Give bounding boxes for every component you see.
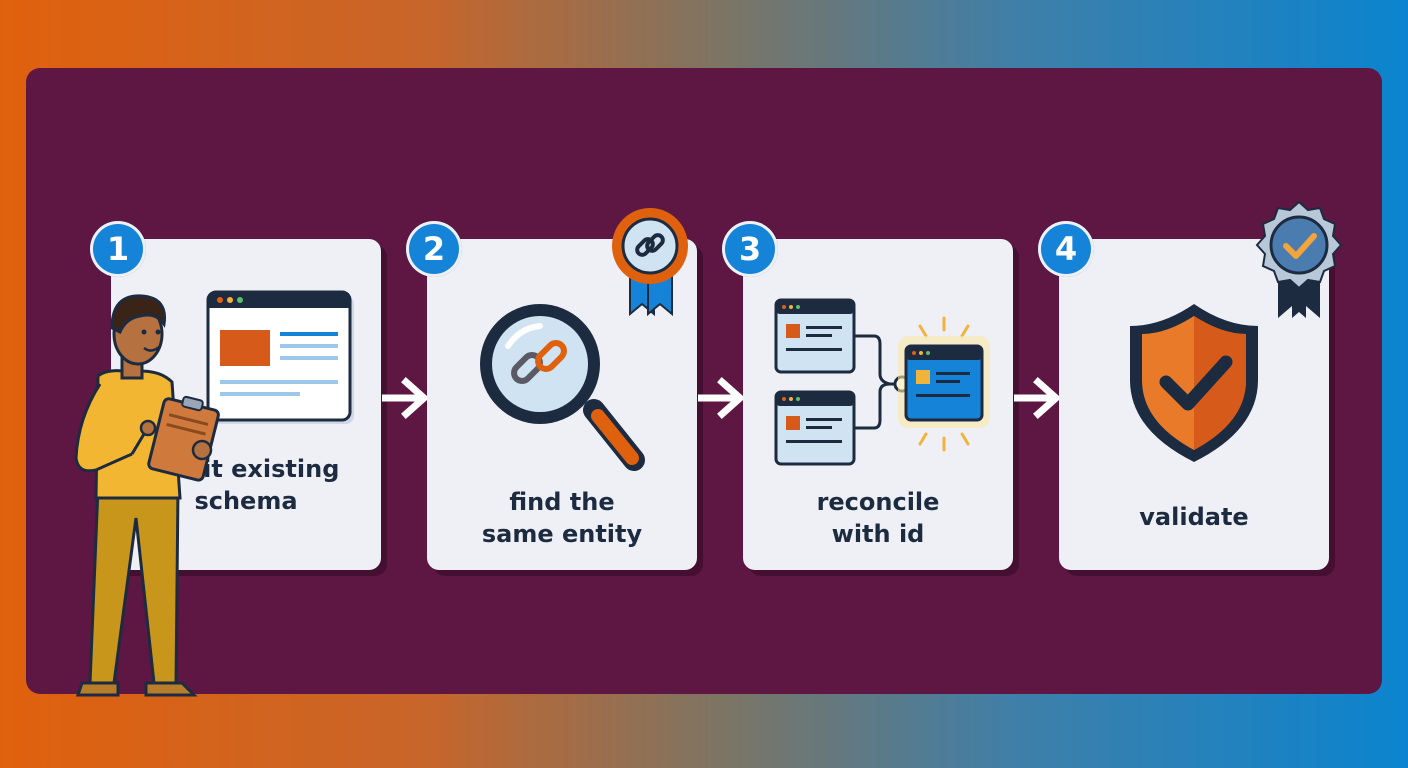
- shield-check-icon: [1130, 304, 1258, 462]
- step-badge-2: 2: [406, 221, 462, 277]
- step-badge-3: 3: [722, 221, 778, 277]
- magnifier-link-icon: [480, 304, 645, 471]
- step-badge-1: 1: [90, 221, 146, 277]
- link-ribbon-icon: [612, 208, 688, 317]
- step-badge-4: 4: [1038, 221, 1094, 277]
- merge-windows-icon: [774, 298, 990, 466]
- arrow-right-icon: [382, 377, 430, 419]
- arrow-right-icon: [1014, 377, 1062, 419]
- arrow-right-icon: [698, 377, 746, 419]
- check-ribbon-icon: [1255, 200, 1343, 318]
- step-label-3: reconcile with id: [816, 488, 940, 548]
- step-label-4: validate: [1139, 503, 1249, 531]
- step-label-2: find the same entity: [481, 488, 643, 548]
- browser-window-icon: [206, 290, 354, 424]
- person-clipboard-icon: [74, 294, 220, 697]
